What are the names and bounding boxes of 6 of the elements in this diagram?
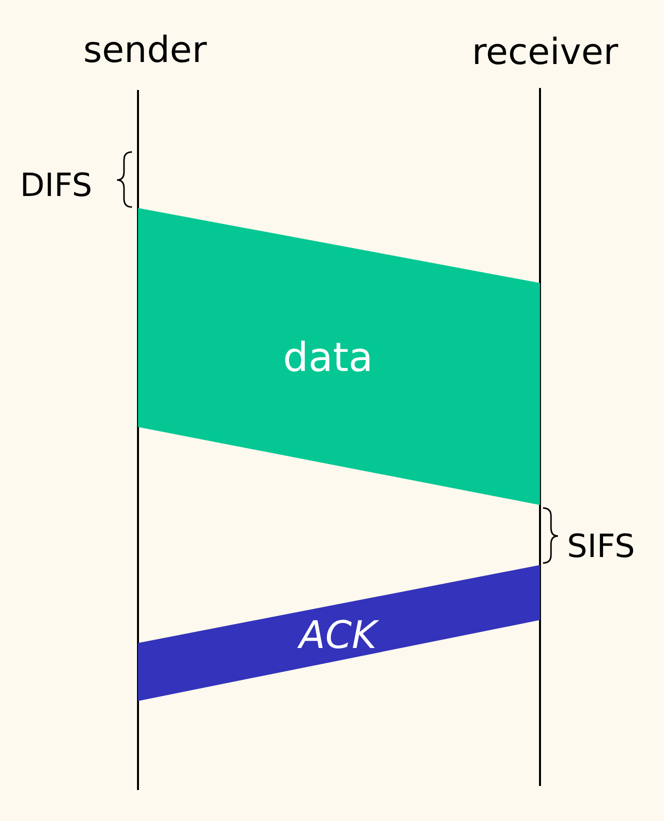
lifeline-title: receiver — [472, 32, 618, 73]
interval-label: DIFS — [20, 166, 92, 204]
message-label: data — [282, 335, 374, 381]
lifeline-title: sender — [83, 30, 207, 71]
interval-label: SIFS — [567, 527, 635, 565]
message-label: ACK — [299, 613, 377, 657]
